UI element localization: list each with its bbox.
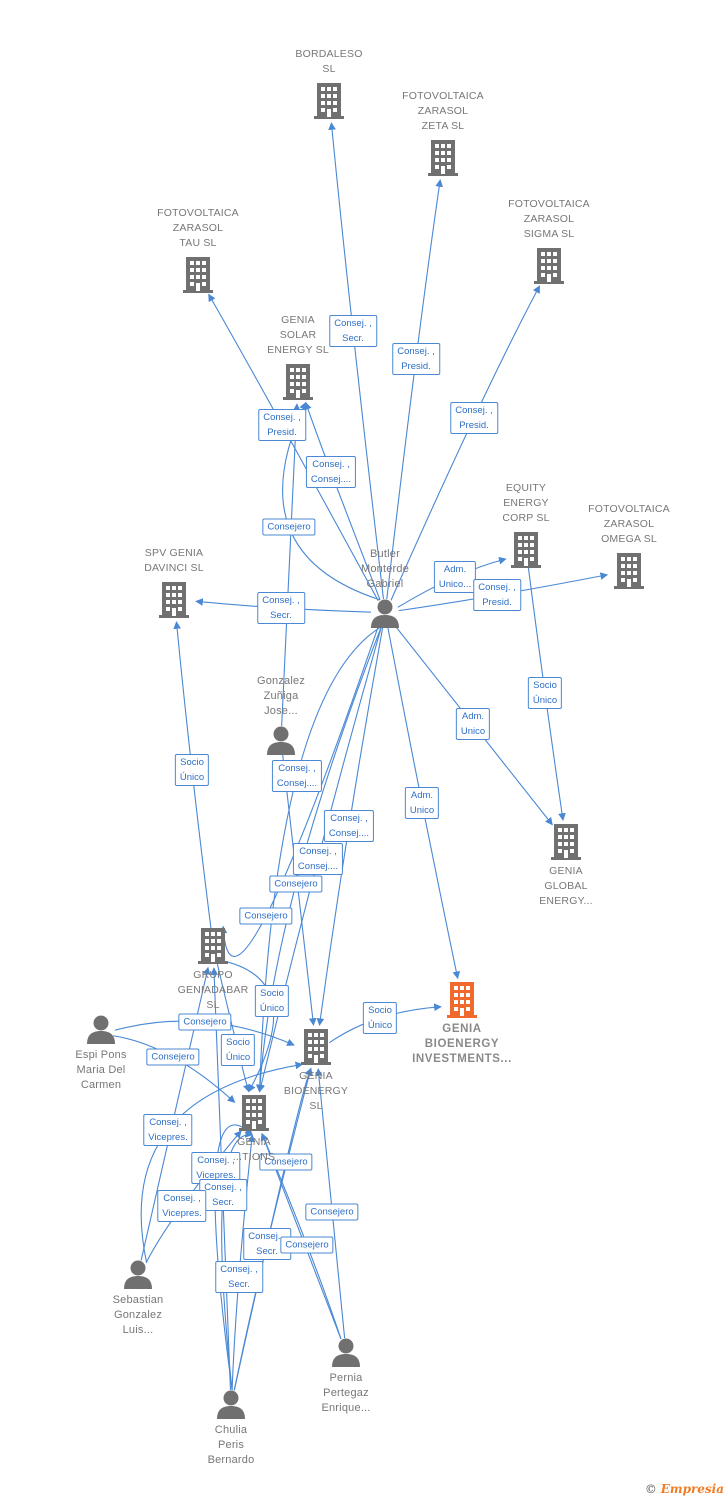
node-label-grupo[interactable]: GRUPO GENIADABAR SL — [177, 969, 249, 1011]
building-icon-fzomega[interactable] — [614, 553, 644, 589]
building-icon-geniasol2[interactable] — [239, 1095, 269, 1131]
building-icon-fzzeta[interactable] — [428, 140, 458, 176]
building-icon-geniabio[interactable] — [447, 982, 477, 1018]
edge-label[interactable]: Consej. , Consej.... — [323, 810, 375, 842]
edge-label[interactable]: Consej. , Consej.... — [292, 843, 344, 875]
edge-label[interactable]: Adm. Unico — [455, 708, 491, 740]
edge-gonzalez-to-geniasolar-32 — [281, 403, 301, 727]
edge-label[interactable]: Consej. , Secr. — [215, 1261, 263, 1293]
person-icon-butler[interactable] — [371, 599, 399, 629]
edge-label[interactable]: Consejero — [262, 518, 316, 536]
edge-label[interactable]: Socio Único — [174, 754, 210, 786]
person-icon-pernia[interactable] — [332, 1338, 360, 1368]
edge-label[interactable]: Adm. Unico... — [433, 561, 477, 593]
edge-butler-to-fzzeta-1 — [386, 179, 444, 600]
node-label-geniabio[interactable]: GENIA BIOENERGY INVESTMENTS... — [412, 1023, 512, 1065]
node-label-fzsigma[interactable]: FOTOVOLTAICA ZARASOL SIGMA SL — [508, 198, 590, 240]
edge-label[interactable]: Consej. , Secr. — [199, 1179, 247, 1211]
edge-label[interactable]: Consej. , Vicepres. — [157, 1190, 207, 1222]
building-icon-fzsigma[interactable] — [534, 248, 564, 284]
edge-label[interactable]: Consej. , Secr. — [329, 315, 377, 347]
node-label-bordaleso[interactable]: BORDALESO SL — [295, 48, 363, 75]
node-label-espi[interactable]: Espi Pons Maria Del Carmen — [75, 1049, 127, 1091]
edge-label[interactable]: Consejero — [178, 1013, 232, 1031]
node-label-spvgenia[interactable]: SPV GENIA DAVINCI SL — [144, 547, 204, 574]
edge-label[interactable]: Socio Único — [254, 985, 290, 1017]
edge-label[interactable]: Consej. , Secr. — [257, 592, 305, 624]
node-label-pernia[interactable]: Pernia Pertegaz Enrique... — [321, 1372, 371, 1414]
building-icon-bordaleso[interactable] — [314, 83, 344, 119]
edge-label[interactable]: Consejero — [239, 907, 293, 925]
node-label-gonzalez[interactable]: Gonzalez Zuñiga Jose... — [256, 675, 306, 717]
edge-label[interactable]: Consej. , Consej.... — [271, 760, 323, 792]
edge-label[interactable]: Consej. , Presid. — [473, 579, 521, 611]
node-label-geniabioenergy[interactable]: GENIA BIOENERGY SL — [283, 1070, 349, 1112]
edge-label[interactable]: Consejero — [280, 1236, 334, 1254]
building-icon-spvgenia[interactable] — [159, 582, 189, 618]
node-label-fzzeta[interactable]: FOTOVOLTAICA ZARASOL ZETA SL — [402, 90, 484, 132]
building-icon-equity[interactable] — [511, 532, 541, 568]
edge-label[interactable]: Consej. , Vicepres. — [143, 1114, 193, 1146]
building-icon-fztau[interactable] — [183, 257, 213, 293]
edge-label[interactable]: Consej. , Presid. — [258, 409, 306, 441]
node-label-chulia[interactable]: Chulia Peris Bernardo — [207, 1424, 255, 1466]
node-label-equity[interactable]: EQUITY ENERGY CORP SL — [502, 482, 550, 524]
edge-label[interactable]: Consejero — [259, 1153, 313, 1171]
node-label-butler[interactable]: Butler Monterde Gabriel — [360, 548, 410, 590]
edge-label[interactable]: Consej. , Presid. — [450, 402, 498, 434]
person-icon-gonzalez[interactable] — [267, 726, 295, 756]
node-label-geniasol2[interactable]: GENIA ...TIONS — [232, 1136, 276, 1163]
edge-label[interactable]: Consej. , Presid. — [392, 343, 440, 375]
person-icon-sebastian[interactable] — [124, 1260, 152, 1290]
building-icon-geniasolar[interactable] — [283, 364, 313, 400]
node-label-geniaglobal[interactable]: GENIA GLOBAL ENERGY... — [539, 865, 593, 907]
watermark: © Empresia — [645, 1482, 724, 1496]
building-icon-grupo[interactable] — [198, 928, 228, 964]
edge-label[interactable]: Adm. Unico — [404, 787, 440, 819]
edge-label[interactable]: Socio Único — [527, 677, 563, 709]
edge-label[interactable]: Socio Único — [220, 1034, 256, 1066]
building-icon-geniaglobal[interactable] — [551, 824, 581, 860]
node-label-geniasolar[interactable]: GENIA SOLAR ENERGY SL — [267, 314, 329, 356]
edge-label[interactable]: Socio Único — [362, 1002, 398, 1034]
edge-label[interactable]: Consej. , Consej.... — [305, 456, 357, 488]
edge-label[interactable]: Consej. , Vicepres. — [191, 1152, 241, 1184]
copyright-symbol: © — [644, 1482, 657, 1496]
edge-label[interactable]: Consejero — [146, 1048, 200, 1066]
edge-butler-to-bordaleso-0 — [328, 122, 385, 600]
brand-logo[interactable]: Empresia — [660, 1482, 724, 1496]
node-label-fztau[interactable]: FOTOVOLTAICA ZARASOL TAU SL — [157, 207, 239, 249]
person-icon-espi[interactable] — [87, 1015, 115, 1045]
node-label-sebastian[interactable]: Sebastian Gonzalez Luis... — [112, 1294, 164, 1336]
edge-label[interactable]: Consejero — [305, 1203, 359, 1221]
edge-label[interactable]: Consejero — [269, 875, 323, 893]
node-label-fzomega[interactable]: FOTOVOLTAICA ZARASOL OMEGA SL — [588, 503, 670, 545]
building-icon-geniabioenergy[interactable] — [301, 1029, 331, 1065]
person-icon-chulia[interactable] — [217, 1390, 245, 1420]
